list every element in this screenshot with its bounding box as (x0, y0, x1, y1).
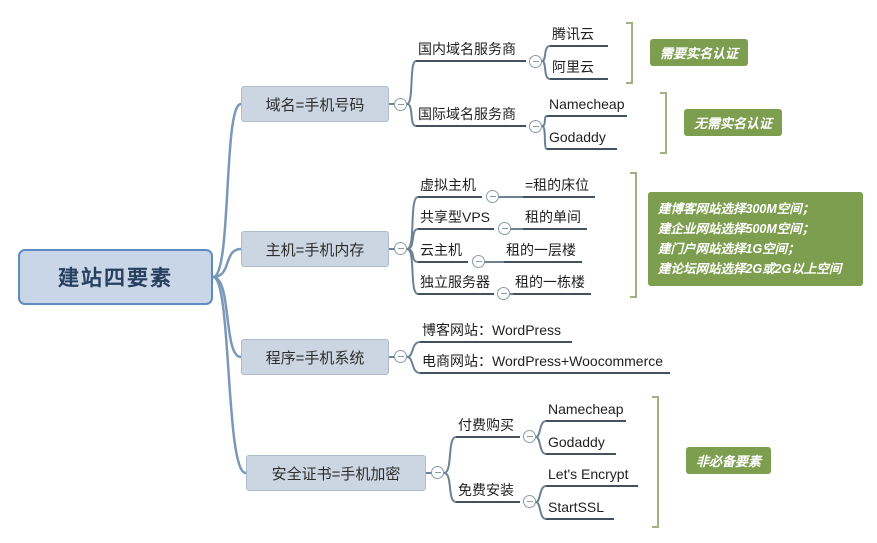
topic-startssl[interactable]: StartSSL (546, 498, 614, 520)
collapse-icon[interactable] (498, 222, 511, 235)
callout-line: 建论坛网站选择2G或2G以上空间 (658, 262, 842, 276)
topic-godaddy-domain[interactable]: Godaddy (547, 128, 617, 150)
callout-not-required[interactable]: 非必备要素 (686, 447, 772, 474)
summary-bracket (652, 396, 659, 528)
summary-bracket (630, 172, 637, 298)
callout-line: 建门户网站选择1G空间； (658, 242, 800, 256)
callout-realname-required[interactable]: 需要实名认证 (650, 39, 749, 66)
branch-ssl-node[interactable]: 安全证书=手机加密 (246, 455, 426, 491)
collapse-icon[interactable] (523, 495, 536, 508)
topic-ali-cloud[interactable]: 阿里云 (550, 58, 608, 80)
collapse-icon[interactable] (394, 242, 407, 255)
topic-ecommerce-woocommerce[interactable]: 电商网站：WordPress+Woocommerce (420, 352, 670, 374)
summary-bracket (626, 22, 633, 84)
collapse-icon[interactable] (394, 350, 407, 363)
branch-domain-node[interactable]: 域名=手机号码 (241, 86, 389, 122)
collapse-icon[interactable] (529, 55, 542, 68)
topic-virtual-host[interactable]: 虚拟主机 (418, 176, 482, 198)
topic-namecheap-domain[interactable]: Namecheap (547, 95, 627, 117)
branch-program-node[interactable]: 程序=手机系统 (241, 339, 389, 375)
topic-godaddy-ssl[interactable]: Godaddy (546, 433, 616, 455)
root-node[interactable]: 建站四要素 (18, 249, 213, 305)
callout-line: 建企业网站选择500M空间； (658, 222, 815, 236)
topic-shared-vps[interactable]: 共享型VPS (418, 208, 494, 230)
summary-bracket (660, 92, 667, 154)
collapse-icon[interactable] (523, 430, 536, 443)
callout-line: 建博客网站选择300M空间； (658, 202, 815, 216)
topic-dedicated-server[interactable]: 独立服务器 (418, 273, 494, 295)
collapse-icon[interactable] (472, 255, 485, 268)
topic-paid-purchase[interactable]: 付费购买 (456, 416, 520, 438)
topic-rented-room[interactable]: 租的单间 (523, 208, 587, 230)
topic-international-providers[interactable]: 国际域名服务商 (416, 105, 526, 127)
callout-space-advice[interactable]: 建博客网站选择300M空间； 建企业网站选择500M空间； 建门户网站选择1G空… (648, 192, 863, 286)
callout-no-realname[interactable]: 无需实名认证 (684, 109, 783, 136)
topic-tencent-cloud[interactable]: 腾讯云 (550, 25, 608, 47)
topic-free-install[interactable]: 免费安装 (456, 481, 520, 503)
branch-host-node[interactable]: 主机=手机内存 (241, 231, 389, 267)
topic-rented-building[interactable]: 租的一栋楼 (513, 273, 591, 295)
collapse-icon[interactable] (529, 120, 542, 133)
collapse-icon[interactable] (486, 190, 499, 203)
topic-domestic-providers[interactable]: 国内域名服务商 (416, 40, 526, 62)
collapse-icon[interactable] (431, 466, 444, 479)
collapse-icon[interactable] (394, 98, 407, 111)
topic-namecheap-ssl[interactable]: Namecheap (546, 400, 626, 422)
topic-rented-bed[interactable]: =租的床位 (523, 176, 595, 198)
topic-blog-wordpress[interactable]: 博客网站：WordPress (420, 321, 572, 343)
collapse-icon[interactable] (497, 287, 510, 300)
topic-cloud-host[interactable]: 云主机 (418, 241, 468, 263)
topic-rented-floor[interactable]: 租的一层楼 (504, 241, 582, 263)
topic-lets-encrypt[interactable]: Let's Encrypt (546, 465, 638, 487)
